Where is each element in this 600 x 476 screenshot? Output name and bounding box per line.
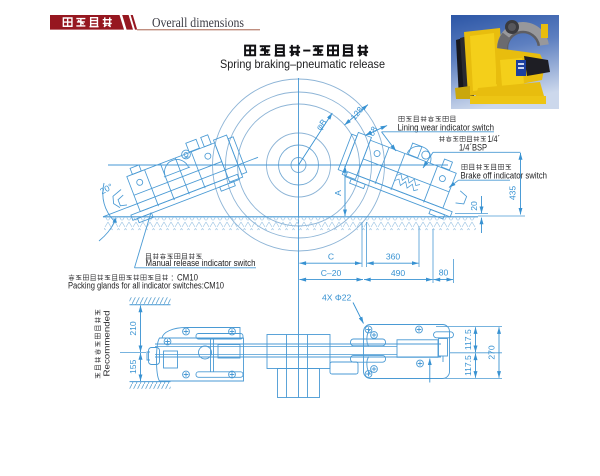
svg-text:117.5: 117.5	[463, 329, 473, 350]
svg-text:490: 490	[391, 268, 406, 278]
svg-text:Overall dimensions: Overall dimensions	[152, 15, 244, 30]
svg-text:210: 210	[128, 321, 138, 336]
svg-text:1/4´BSP: 1/4´BSP	[459, 143, 487, 153]
svg-text:1/4´: 1/4´	[488, 134, 501, 144]
svg-text::: :	[171, 272, 174, 282]
svg-text:360: 360	[386, 251, 401, 261]
svg-text:435: 435	[508, 186, 518, 201]
svg-text:CM10: CM10	[177, 273, 198, 283]
svg-text:Recommended: Recommended	[103, 310, 112, 377]
svg-text:A: A	[333, 190, 343, 196]
svg-text:Spring braking–pneumatic relea: Spring braking–pneumatic release	[220, 57, 385, 71]
svg-text:155: 155	[128, 359, 138, 374]
svg-text:C–20: C–20	[321, 268, 342, 278]
svg-text:117.5: 117.5	[463, 355, 473, 376]
svg-text:Manual release indicator switc: Manual release indicator switch	[146, 258, 256, 268]
svg-text:Lining wear indicator switch: Lining wear indicator switch	[398, 122, 495, 132]
svg-text:68: 68	[366, 124, 379, 137]
svg-text:C: C	[328, 251, 334, 261]
svg-text:Packing glands for all indicat: Packing glands for all indicator switche…	[68, 280, 224, 290]
svg-text:80: 80	[439, 267, 449, 277]
svg-text:20: 20	[469, 201, 479, 211]
svg-text:4X Φ22: 4X Φ22	[322, 293, 352, 303]
svg-text:270: 270	[487, 345, 497, 360]
svg-text:Brake off indicator switch: Brake off indicator switch	[461, 170, 548, 180]
